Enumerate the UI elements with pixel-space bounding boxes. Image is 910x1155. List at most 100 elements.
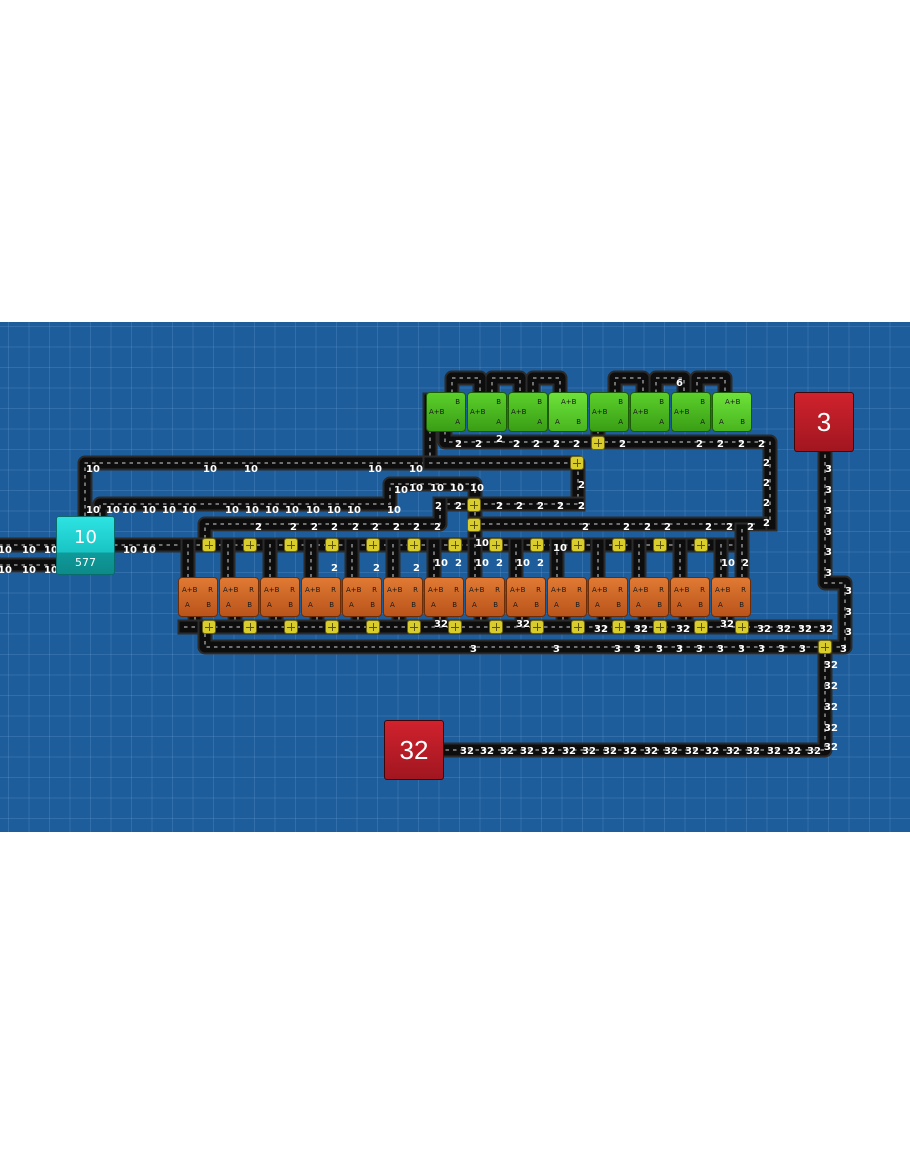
belt-count-label: 10 [86,464,100,475]
adder-a-label: A [267,601,272,609]
belt-joint[interactable] [591,436,605,450]
belt-joint[interactable] [243,620,257,634]
adder-a-label: A [718,601,723,609]
belt-count-label: 3 [656,644,663,655]
belt-joint[interactable] [530,620,544,634]
belt-joint[interactable] [489,538,503,552]
belt-joint[interactable] [467,518,481,532]
belt-joint[interactable] [694,538,708,552]
belt-joint[interactable] [366,538,380,552]
belt-count-label: 2 [455,501,462,512]
adder-result-label: R [372,586,377,594]
green-b-label: B [618,398,623,406]
green-sum-label: A+B [561,398,577,406]
belt-count-label: 2 [516,501,523,512]
belt-joint[interactable] [694,620,708,634]
belt-count-label: 10 [225,505,239,516]
belt-joint[interactable] [571,620,585,634]
belt-count-label: 10 [721,558,735,569]
green-a-label: A [719,418,724,426]
belt-count-label: 2 [553,439,560,450]
belt-count-label: 10 [203,464,217,475]
green-b-label: B [537,398,542,406]
belt-joint[interactable] [202,620,216,634]
adder-result-label: R [741,586,746,594]
belt-count-label: 10 [0,545,12,556]
adder-op-label: A+B [469,586,485,594]
belt-joint[interactable] [530,538,544,552]
belt-count-label: 32 [824,723,838,734]
belt-count-label: 10 [22,545,36,556]
belt-joint[interactable] [467,498,481,512]
adder-b-label: B [288,601,293,609]
belt-joint[interactable] [407,620,421,634]
belt-count-label: 32 [720,619,734,630]
adder-result-label: R [700,586,705,594]
belt-count-label: 10 [394,485,408,496]
belt-count-label: 2 [726,522,733,533]
belt-joint[interactable] [202,538,216,552]
belt-joint[interactable] [325,538,339,552]
adder-op-label: A+B [715,586,731,594]
belt-joint[interactable] [448,538,462,552]
target-block-small[interactable]: 3 [794,392,854,452]
belt-joint[interactable] [325,620,339,634]
target-value-small: 3 [816,407,832,437]
belt-count-label: 2 [496,501,503,512]
belt-joint[interactable] [818,640,832,654]
belt-joint[interactable] [489,620,503,634]
belt-count-label: 10 [368,464,382,475]
belt-joint[interactable] [653,538,667,552]
belt-joint[interactable] [570,456,584,470]
belt-joint[interactable] [284,538,298,552]
belt-joint[interactable] [735,620,749,634]
belt-joint[interactable] [448,620,462,634]
belt-count-label: 32 [594,624,608,635]
belt-joint[interactable] [653,620,667,634]
belt-joint[interactable] [284,620,298,634]
belt-count-label: 6 [676,378,683,389]
green-a-label: A [618,418,623,426]
belt-count-label: 32 [500,746,514,757]
belt-count-label: 32 [541,746,555,757]
belt-count-label: 10 [122,505,136,516]
belt-joint[interactable] [366,620,380,634]
belt-joint[interactable] [612,620,626,634]
belt-count-label: 10 [0,565,12,576]
belt-joint[interactable] [571,538,585,552]
belt-count-label: 2 [533,439,540,450]
belt-count-label: 32 [603,746,617,757]
adder-op-label: A+B [428,586,444,594]
target-block-large[interactable]: 32 [384,720,444,780]
belt-count-label: 2 [434,522,441,533]
belt-joint[interactable] [612,538,626,552]
belt-joint[interactable] [243,538,257,552]
belt-joint[interactable] [407,538,421,552]
belt-count-label: 2 [311,522,318,533]
belt-count-label: 3 [845,607,852,618]
source-block[interactable]: 10 577 [56,516,115,575]
